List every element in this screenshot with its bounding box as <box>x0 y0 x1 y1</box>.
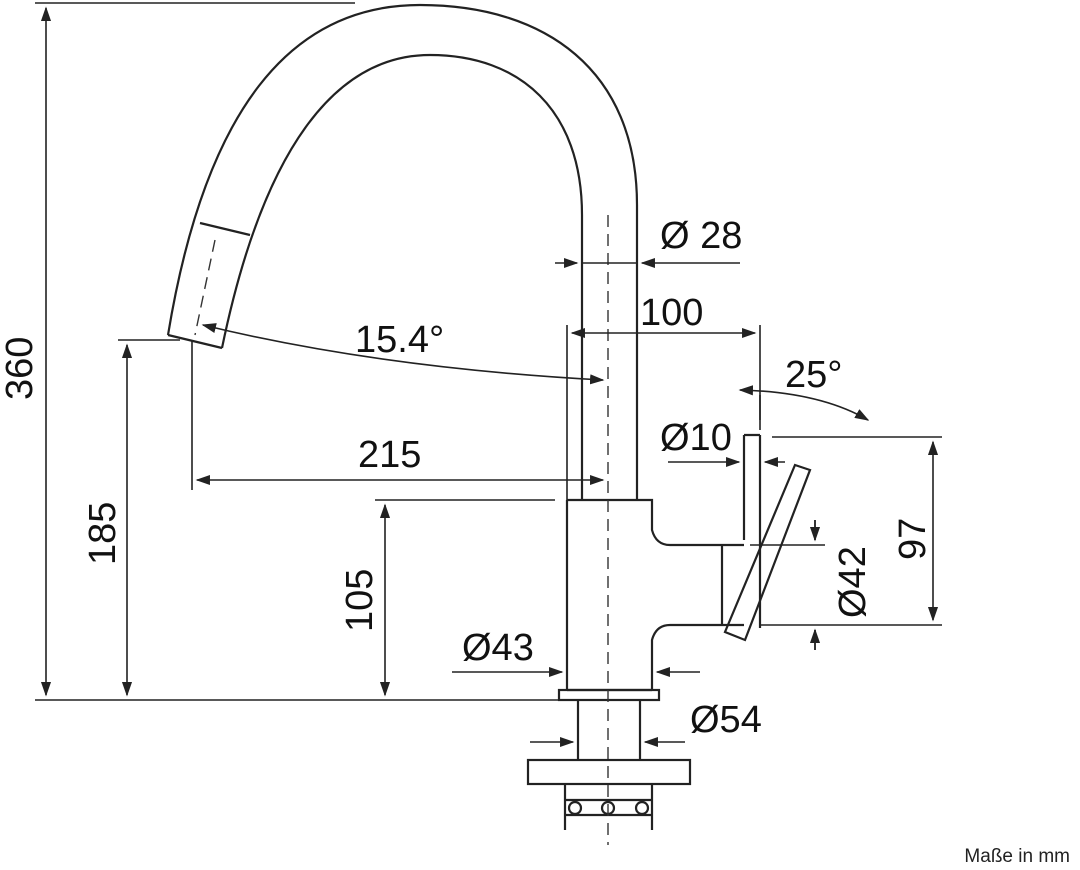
handle-tilted <box>723 463 812 642</box>
label-spout-diameter: Ø 28 <box>660 215 742 257</box>
mounting-shank <box>563 784 654 830</box>
dim-25-arc <box>738 385 870 421</box>
label-base-diameter: Ø54 <box>690 699 762 741</box>
handle-lever <box>742 433 762 628</box>
mounting-plate <box>526 758 692 786</box>
mounting-nut-left <box>567 800 583 816</box>
label-height-total: 360 <box>0 337 41 400</box>
label-handle-offset: 100 <box>640 292 703 334</box>
label-lever-diameter: Ø42 <box>832 546 874 618</box>
label-handle-angle: 25° <box>785 354 842 396</box>
spout-inner-line <box>220 53 584 500</box>
label-height-body: 105 <box>339 569 381 632</box>
base-collar <box>557 688 661 702</box>
label-handle-diameter: Ø10 <box>660 417 732 459</box>
dimension-labels: 360 185 105 215 100 15.4° 25° Ø 28 Ø10 Ø… <box>0 215 934 741</box>
base-tube <box>576 700 642 760</box>
label-reach: 215 <box>358 434 421 476</box>
label-spout-angle: 15.4° <box>355 319 444 361</box>
handle-cartridge <box>720 543 744 627</box>
label-height-spout: 185 <box>82 502 124 565</box>
label-body-diameter: Ø43 <box>462 627 534 669</box>
dimension-lines <box>35 2 942 748</box>
spray-head-centerline <box>194 239 216 336</box>
spout-outer-line <box>166 3 639 500</box>
spray-head-ring <box>199 221 251 237</box>
faucet-outline <box>166 3 812 845</box>
dim-15-4-arc <box>201 323 605 385</box>
unit-note: Maße in mm <box>964 846 1070 867</box>
faucet-body <box>565 498 722 692</box>
mounting-nut-right <box>634 800 650 816</box>
spray-head-end <box>167 333 223 350</box>
label-lever-height: 97 <box>892 518 934 560</box>
